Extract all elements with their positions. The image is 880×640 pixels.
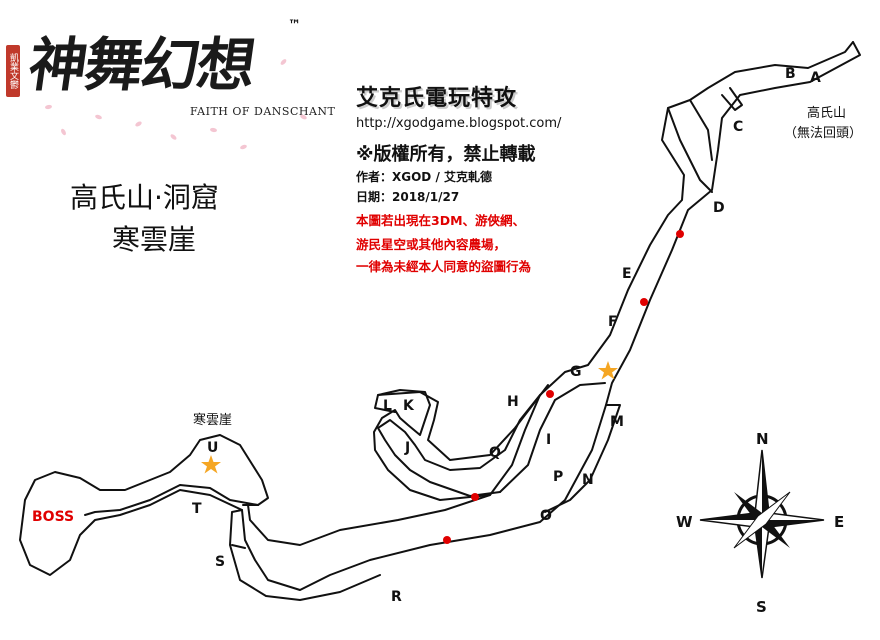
- game-logo-subtitle: FAITH OF DANSCHANT: [190, 105, 336, 118]
- compass-north: N: [756, 430, 769, 448]
- label-r: R: [391, 589, 402, 605]
- compass-south: S: [756, 598, 767, 616]
- map-paths: [19, 41, 861, 601]
- label-j: J: [404, 440, 410, 456]
- corridor-hook-top: [377, 384, 549, 461]
- item-marker: [471, 493, 479, 501]
- trademark-mark: ™: [288, 18, 301, 33]
- corridor-top-inner: [247, 41, 854, 546]
- area-title: 高氏山·洞窟: [70, 181, 219, 214]
- compass-star-fill-e: [762, 520, 824, 527]
- item-marker: [443, 536, 451, 544]
- corridor-t-inner: [84, 484, 259, 516]
- label-f: F: [608, 314, 618, 330]
- label-u: U: [207, 440, 218, 456]
- warning-line-2: 游民星空或其他內容農場，: [356, 237, 507, 252]
- author-line: 作者：XGOD / 艾克軋德: [356, 170, 493, 184]
- label-l: L: [383, 398, 392, 414]
- date-line: 日期：2018/1/27: [356, 190, 460, 204]
- corridor-g-i: [499, 382, 606, 493]
- corridor-hook-inner: [373, 389, 491, 501]
- credit-url: http://xgodgame.blogspot.com/: [356, 116, 562, 131]
- warning-line-1: 本圖若出現在3DM、游俠網、: [356, 213, 526, 228]
- label-b: B: [785, 66, 796, 82]
- item-markers: [443, 230, 684, 544]
- area-subtitle: 寒雲崖: [112, 223, 197, 256]
- star-icon: [598, 361, 618, 380]
- compass-west: W: [676, 513, 693, 531]
- label-t: T: [192, 501, 202, 517]
- exit-place-note: （無法回頭）: [784, 126, 862, 141]
- label-h: H: [507, 394, 519, 410]
- credit-title: 艾克氏電玩特攻: [356, 86, 518, 111]
- corridor-hook-outer: [377, 394, 541, 497]
- label-n: N: [582, 472, 594, 488]
- corridor-left-outer: [229, 509, 381, 601]
- compass-star-fill-w: [700, 513, 762, 520]
- compass-star-fill-s: [755, 520, 762, 578]
- label-o: O: [540, 508, 552, 524]
- label-a: A: [810, 70, 821, 86]
- label-i: I: [546, 432, 551, 448]
- warning-line-3: 一律為未經本人同意的盜圖行為: [356, 259, 532, 274]
- label-p: P: [553, 469, 563, 485]
- label-e: E: [622, 266, 632, 282]
- label-k: K: [403, 398, 415, 414]
- compass-rose: [699, 449, 825, 579]
- star-icon: [201, 455, 221, 474]
- compass-diagonal-2: [733, 491, 791, 549]
- label-c: C: [733, 119, 743, 135]
- label-d: D: [713, 200, 725, 216]
- corridor-m-n: [544, 404, 621, 513]
- label-s: S: [215, 554, 225, 570]
- label-q: Q: [489, 445, 501, 461]
- corridor-c-branch: [721, 87, 743, 111]
- point-labels: A B C D E F G H I M N P O Q L K J R S T …: [192, 66, 821, 605]
- item-marker: [640, 298, 648, 306]
- compass-star-fill-n: [762, 450, 769, 520]
- label-m: M: [610, 414, 624, 430]
- label-g: G: [570, 364, 582, 380]
- logo-seal: 凱業文鬱: [6, 45, 20, 97]
- compass-east: E: [834, 513, 844, 531]
- cliff-place-label: 寒雲崖: [193, 412, 232, 428]
- copyright-notice: ※版權所有，禁止轉載: [356, 144, 536, 165]
- save-point-stars: [201, 361, 618, 474]
- item-marker: [546, 390, 554, 398]
- compass-labels: N S E W: [676, 430, 844, 616]
- item-marker: [676, 230, 684, 238]
- corridor-d-loop: [667, 99, 713, 193]
- exit-place-label: 高氏山: [807, 105, 846, 121]
- boss-label: BOSS: [32, 509, 74, 525]
- corridor-t-outer: [19, 434, 269, 576]
